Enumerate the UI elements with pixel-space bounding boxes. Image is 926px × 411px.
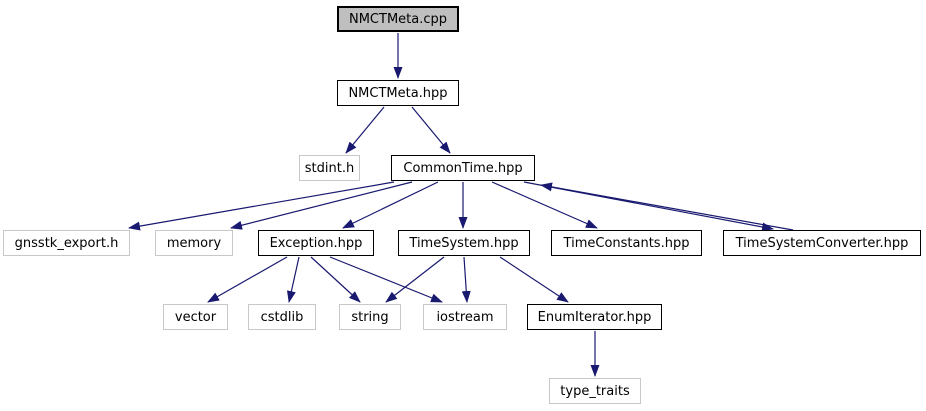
graph-node-nmctmeta-cpp: NMCTMeta.cpp: [337, 6, 459, 32]
graph-node-timeconstants-hpp[interactable]: TimeConstants.hpp: [551, 230, 702, 256]
graph-node-type-traits: type_traits: [549, 378, 641, 404]
edge-timesystemconverter-hpp-to-commontime-hpp: [540, 182, 794, 231]
graph-node-gnsstk-export-h: gnsstk_export.h: [3, 230, 130, 256]
edge-commontime-hpp-to-memory: [230, 181, 413, 230]
graph-node-commontime-hpp[interactable]: CommonTime.hpp: [391, 155, 535, 181]
graph-node-stdint-h: stdint.h: [299, 155, 360, 181]
edge-exception-hpp-to-cstdlib: [286, 256, 300, 303]
edge-exception-hpp-to-string: [310, 256, 361, 303]
edge-nmctmeta-hpp-to-commontime-hpp: [411, 106, 451, 154]
graph-node-vector: vector: [163, 304, 228, 330]
graph-node-enumiterator-hpp[interactable]: EnumIterator.hpp: [527, 304, 662, 330]
edge-exception-hpp-to-vector: [207, 256, 288, 303]
graph-node-exception-hpp[interactable]: Exception.hpp: [258, 230, 374, 256]
graph-node-memory: memory: [155, 230, 233, 256]
edge-nmctmeta-hpp-to-stdint-h: [345, 106, 385, 154]
graph-node-timesystem-hpp[interactable]: TimeSystem.hpp: [398, 230, 530, 256]
graph-node-string: string: [339, 304, 401, 330]
edge-timesystem-hpp-to-enumiterator-hpp: [499, 256, 569, 303]
graph-node-iostream: iostream: [423, 304, 507, 330]
edge-commontime-hpp-to-gnsstk-export-h: [128, 181, 395, 231]
edge-exception-hpp-to-iostream: [329, 256, 443, 303]
edge-commontime-hpp-to-timeconstants-hpp: [491, 181, 598, 229]
edge-timesystem-hpp-to-iostream: [461, 256, 471, 303]
graph-node-cstdlib: cstdlib: [248, 304, 316, 330]
edge-timesystem-hpp-to-string: [385, 256, 445, 303]
graph-node-timesystemconverter-hpp[interactable]: TimeSystemConverter.hpp: [723, 230, 921, 256]
graph-node-nmctmeta-hpp[interactable]: NMCTMeta.hpp: [337, 80, 459, 106]
edge-commontime-hpp-to-exception-hpp: [342, 181, 439, 229]
